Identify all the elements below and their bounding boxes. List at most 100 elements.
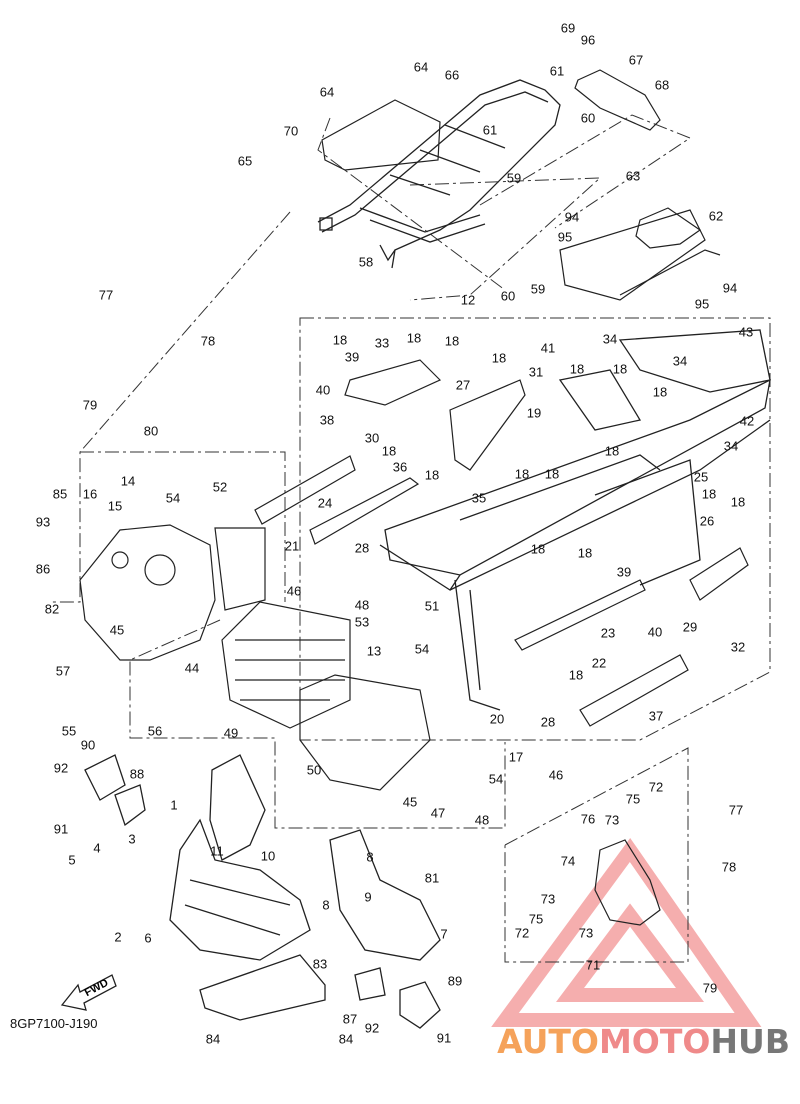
part-label: 29 [682, 619, 698, 635]
part-label: 18 [332, 332, 348, 348]
part-label: 96 [580, 32, 596, 48]
part-label: 54 [488, 771, 504, 787]
part-label: 34 [602, 331, 618, 347]
part-label: 75 [625, 791, 641, 807]
right-bracket [594, 839, 661, 926]
part-label: 38 [319, 412, 335, 428]
part-label: 19 [526, 405, 542, 421]
part-label: 18 [514, 466, 530, 482]
part-label: 72 [514, 925, 530, 941]
part-label: 84 [338, 1031, 354, 1047]
part-label: 95 [694, 296, 710, 312]
part-label: 18 [424, 467, 440, 483]
part-label: 52 [212, 479, 228, 495]
part-label: 14 [120, 473, 136, 489]
part-label: 18 [544, 466, 560, 482]
rear-plates [559, 69, 721, 301]
part-label: 18 [530, 541, 546, 557]
part-label: 16 [82, 486, 98, 502]
part-label: 91 [53, 821, 69, 837]
part-label: 63 [625, 168, 641, 184]
part-label: 54 [165, 490, 181, 506]
part-label: 61 [549, 63, 565, 79]
part-label: 66 [444, 67, 460, 83]
part-label: 58 [358, 254, 374, 270]
part-label: 60 [500, 288, 516, 304]
fwd-label: FWD [82, 976, 111, 1000]
part-label: 51 [424, 598, 440, 614]
part-label: 1 [170, 797, 178, 813]
part-label: 11 [210, 843, 224, 859]
part-label: 35 [471, 490, 487, 506]
part-label: 80 [143, 423, 159, 439]
part-label: 18 [444, 333, 460, 349]
part-label: 27 [455, 377, 471, 393]
part-label: 89 [447, 973, 463, 989]
part-label: 81 [424, 870, 440, 886]
part-label: 49 [223, 725, 239, 741]
left-plates [79, 524, 431, 791]
part-label: 28 [540, 714, 556, 730]
part-label: 26 [699, 513, 715, 529]
part-label: 3 [128, 831, 136, 847]
part-label: 32 [730, 639, 746, 655]
part-label: 24 [317, 495, 333, 511]
part-label: 87 [342, 1011, 358, 1027]
part-label: 37 [648, 708, 664, 724]
part-label: 67 [628, 52, 644, 68]
part-label: 18 [568, 667, 584, 683]
seat-frame [317, 79, 561, 269]
part-label: 18 [569, 361, 585, 377]
part-label: 85 [52, 486, 68, 502]
part-label: 47 [430, 805, 446, 821]
part-label: 94 [564, 209, 580, 225]
part-label: 62 [708, 208, 724, 224]
part-label: 92 [53, 760, 69, 776]
part-label: 48 [474, 812, 490, 828]
part-label: 50 [306, 762, 322, 778]
part-label: 10 [260, 848, 276, 864]
part-label: 60 [580, 110, 596, 126]
main-frame [379, 329, 771, 711]
part-label: 74 [560, 853, 576, 869]
part-label: 17 [508, 749, 524, 765]
part-label: 18 [612, 361, 628, 377]
part-label: 91 [436, 1030, 452, 1046]
watermark-part1: AUTO [497, 1022, 599, 1061]
part-label: 46 [286, 583, 302, 599]
watermark-logo: AUTOMOTOHUB [497, 1022, 790, 1061]
part-label: 21 [284, 538, 300, 554]
part-label: 18 [604, 443, 620, 459]
side-rails [254, 359, 749, 727]
fwd-arrow: FWD [62, 968, 122, 1012]
part-label: 18 [381, 443, 397, 459]
part-label: 90 [80, 737, 96, 753]
watermark-part2: MOTO [598, 1022, 711, 1061]
part-label: 5 [68, 852, 76, 868]
part-label: 56 [147, 723, 163, 739]
part-label: 4 [93, 840, 101, 856]
seat-plate [321, 99, 441, 171]
part-label: 86 [35, 561, 51, 577]
part-label: 78 [200, 333, 216, 349]
part-label: 82 [44, 601, 60, 617]
part-label: 8 [366, 849, 374, 865]
part-label: 45 [402, 794, 418, 810]
part-label: 15 [107, 498, 123, 514]
part-label: 77 [98, 287, 114, 303]
part-label: 9 [364, 889, 372, 905]
part-label: 46 [548, 767, 564, 783]
part-label: 64 [319, 84, 335, 100]
part-label: 18 [491, 350, 507, 366]
watermark-part3: HUB [710, 1022, 790, 1061]
part-label: 34 [672, 353, 688, 369]
part-label: 39 [344, 349, 360, 365]
part-label: 69 [560, 20, 576, 36]
part-label: 88 [129, 766, 145, 782]
part-label: 54 [414, 641, 430, 657]
part-label: 45 [109, 622, 125, 638]
part-label: 31 [528, 364, 544, 380]
part-label: 75 [528, 911, 544, 927]
part-label: 34 [723, 438, 739, 454]
